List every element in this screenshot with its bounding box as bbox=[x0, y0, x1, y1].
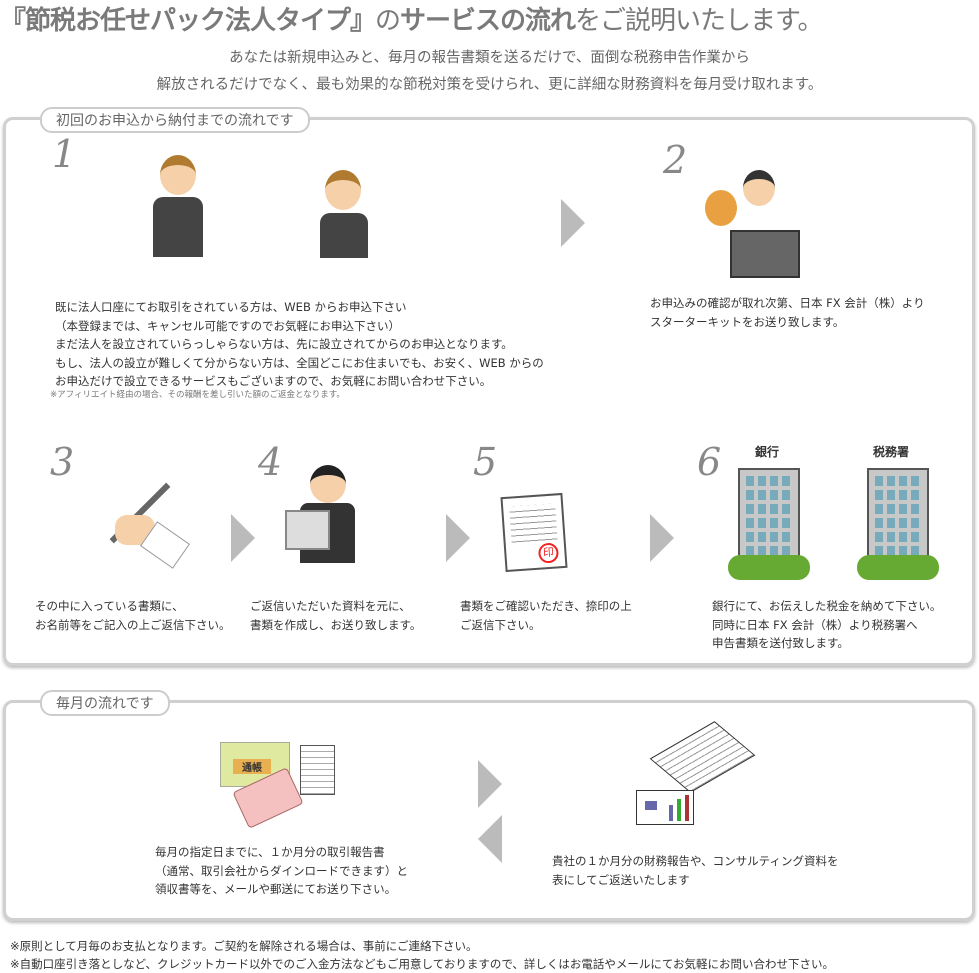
arrow-right-icon bbox=[231, 514, 255, 562]
step-number: 1 bbox=[52, 132, 77, 176]
receipt-illustration bbox=[300, 745, 335, 795]
step-5-text: 書類をご確認いただき、捺印の上ご返信下さい。 bbox=[460, 599, 632, 632]
step-6-text: 銀行にて、お伝えした税金を納めて下さい。同時に日本 FX 会計（株）より税務署へ… bbox=[712, 599, 942, 650]
tax-office-label: 税務署 bbox=[873, 445, 910, 459]
arrow-right-icon bbox=[561, 199, 585, 247]
affiliate-note: ※アフィリエイト経由の場合、その報酬を差し引いた額のご返金となります。 bbox=[50, 390, 345, 400]
computer-worker-illustration bbox=[285, 465, 365, 570]
monthly-client-text: 毎月の指定日までに、１か月分の取引報告書（通常、取引会社からダインロードできます… bbox=[155, 845, 408, 896]
step-number: 4 bbox=[258, 440, 283, 484]
step-number: 3 bbox=[50, 440, 75, 484]
arrow-right-icon bbox=[446, 514, 470, 562]
monthly-flow-panel bbox=[3, 700, 975, 921]
step-4-text: ご返信いただいた資料を元に、書類を作成し、お送り致します。 bbox=[250, 599, 422, 632]
monthly-company-text: 貴社の１か月分の財務報告や、コンサルティング資料を表にしてご返送いたします bbox=[552, 854, 839, 887]
subtitle-line-2: 解放されるだけでなく、最も効果的な節税対策を受けられ、更に詳細な財務資料を毎月受… bbox=[156, 77, 823, 93]
seal-stamp: 印 bbox=[537, 542, 560, 564]
step-1-text: 既に法人口座にてお取引をされている方は、WEB からお申込下さい（本登録までは、… bbox=[55, 300, 544, 388]
consultation-illustration bbox=[705, 165, 800, 280]
arrow-right-icon bbox=[478, 760, 502, 808]
arrow-right-icon bbox=[650, 514, 674, 562]
writing-hand-illustration bbox=[90, 470, 190, 569]
bush-icon bbox=[728, 555, 810, 580]
businessman-pointing-illustration bbox=[148, 155, 208, 260]
step-2-text: お申込みの確認が取れ次第、日本 FX 会計（株）よりスターターキットをお送り致し… bbox=[650, 296, 925, 329]
bush-icon bbox=[857, 555, 939, 580]
chart-report-illustration bbox=[636, 790, 694, 825]
confused-businessman-illustration bbox=[300, 165, 390, 260]
document-illustration: 印 bbox=[500, 492, 568, 573]
monthly-flow-label: 毎月の流れです bbox=[40, 690, 170, 716]
step-number: 6 bbox=[697, 440, 722, 484]
step-3-text: その中に入っている書類に、お名前等をご記入の上ご返信下さい。 bbox=[35, 599, 231, 632]
step-number: 2 bbox=[663, 138, 688, 182]
step-number: 5 bbox=[473, 440, 498, 484]
passbook-label: 通帳 bbox=[233, 759, 271, 774]
initial-flow-label: 初回のお申込から納付までの流れです bbox=[40, 107, 310, 133]
bank-label: 銀行 bbox=[755, 445, 780, 459]
footer-note-payment: ※原則として月毎のお支払となります。ご契約を解除される場合は、事前にご連絡下さい… bbox=[10, 939, 478, 953]
footer-note-methods: ※自動口座引き落としなど、クレジットカード以外でのご入金方法などもご用意しており… bbox=[10, 957, 835, 971]
arrow-left-icon bbox=[478, 815, 502, 863]
page-title: 『節税お任せパック法人タイプ』のサービスの流れをご説明いたします。 bbox=[0, 6, 823, 36]
subtitle-line-1: あなたは新規申込みと、毎月の報告書類を送るだけで、面倒な税務申告作業から bbox=[229, 50, 750, 66]
initial-flow-panel bbox=[3, 117, 975, 666]
